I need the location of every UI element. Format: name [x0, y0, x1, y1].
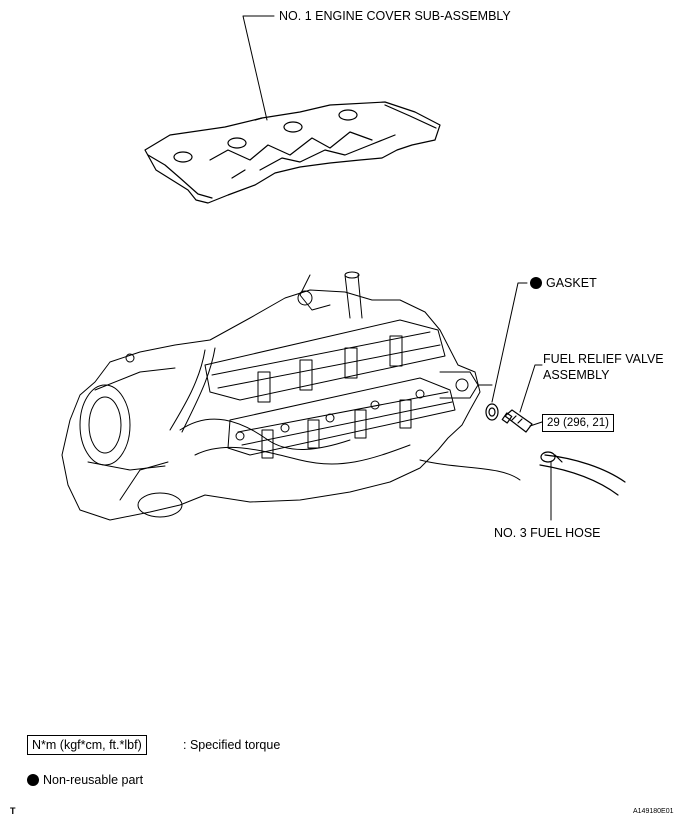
gasket-callout: GASKET: [530, 275, 597, 291]
legend-torque-desc: : Specified torque: [183, 738, 281, 752]
fuel-relief-valve-label-line1: FUEL RELIEF VALVE: [543, 352, 664, 366]
engine-assembly-drawing: [61, 271, 521, 521]
fuel-relief-valve-label-line2: ASSEMBLY: [543, 368, 610, 382]
fuel-relief-valve-part: [501, 409, 533, 433]
figure-id: A149180E01: [633, 808, 674, 815]
legend-torque-units: N*m (kgf*cm, ft.*lbf): [27, 735, 147, 755]
legend-non-reusable-text: Non-reusable part: [43, 773, 144, 787]
engine-cover-drawing: [144, 101, 441, 204]
legend-non-reusable: Non-reusable part: [27, 772, 143, 788]
non-reusable-legend-icon: [27, 774, 39, 786]
leader-torque: [529, 421, 543, 427]
fuel-relief-valve-label: FUEL RELIEF VALVE ASSEMBLY: [543, 351, 664, 383]
fuel-hose-label: NO. 3 FUEL HOSE: [494, 526, 601, 540]
leader-fuel-relief-valve: [519, 364, 543, 413]
torque-spec-box: 29 (296, 21): [542, 414, 615, 432]
leader-gasket: [491, 282, 528, 403]
gasket-label: GASKET: [546, 276, 597, 290]
fuel-hose-part: [539, 451, 626, 496]
engine-cover-label: NO. 1 ENGINE COVER SUB-ASSEMBLY: [279, 9, 511, 23]
non-reusable-icon: [530, 277, 542, 289]
leader-engine-cover: [242, 15, 275, 121]
corner-mark: T: [10, 806, 16, 816]
gasket-part: [485, 403, 499, 421]
